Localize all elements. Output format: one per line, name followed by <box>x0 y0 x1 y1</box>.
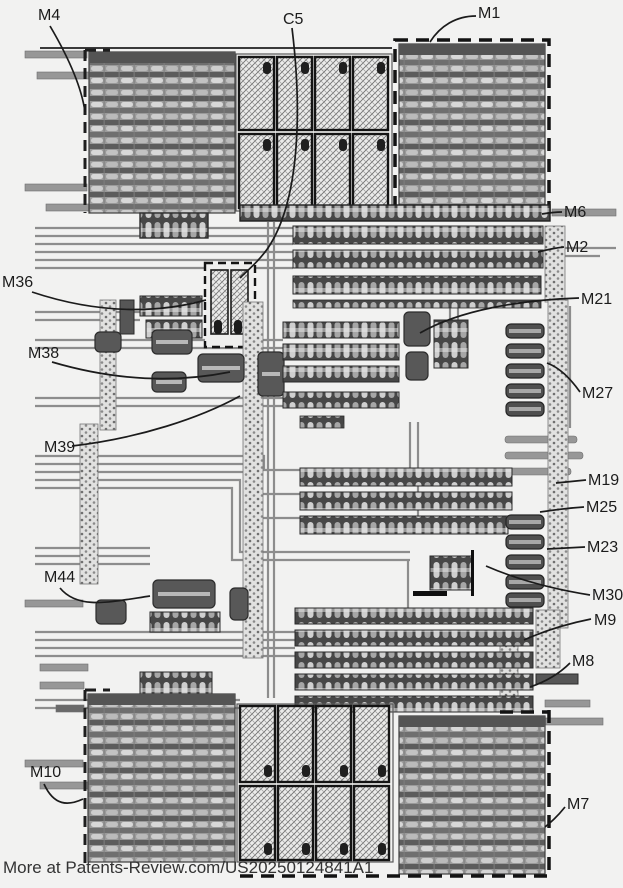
label-m23: M23 <box>587 539 618 556</box>
leader-c5 <box>239 27 299 279</box>
strips-m9-m8 <box>294 607 579 713</box>
leader-m10 <box>43 783 84 804</box>
leader-m1 <box>429 15 477 43</box>
cluster-m44 <box>149 579 221 633</box>
label-m1: M1 <box>478 5 500 22</box>
capacitor-array-bottom <box>236 703 394 863</box>
leader-m30 <box>485 565 591 596</box>
block-m7 <box>240 710 551 878</box>
m4-dashed-border <box>83 48 110 213</box>
via-marks-top <box>263 62 385 151</box>
leader-m21 <box>419 297 580 334</box>
leader-m36 <box>31 291 207 311</box>
label-m25: M25 <box>586 499 617 516</box>
strips-mid-center <box>282 321 400 429</box>
block-m2 <box>292 225 566 309</box>
label-m44: M44 <box>44 569 75 586</box>
leader-m8 <box>529 662 571 688</box>
label-m4: M4 <box>38 7 60 24</box>
label-m19: M19 <box>588 472 619 489</box>
leader-m9 <box>523 618 592 641</box>
label-m30: M30 <box>592 587 623 604</box>
label-m39: M39 <box>44 439 75 456</box>
left-bus-stubs <box>24 50 97 790</box>
leader-m6 <box>541 211 563 215</box>
label-c5: C5 <box>283 11 304 28</box>
stack-m27 <box>505 323 545 417</box>
label-m9: M9 <box>594 612 616 629</box>
leader-m39 <box>71 395 241 447</box>
label-m10: M10 <box>30 764 61 781</box>
label-m21: M21 <box>581 291 612 308</box>
capacitor-array-top <box>235 53 393 212</box>
label-m8: M8 <box>572 653 594 670</box>
block-m4 <box>83 48 236 239</box>
label-m27: M27 <box>582 385 613 402</box>
label-m2: M2 <box>566 239 588 256</box>
reference-labels-group: M4 C5 M1 M6 M2 M36 M21 M38 M27 M39 M19 M… <box>2 5 623 813</box>
label-m38: M38 <box>28 345 59 362</box>
leader-m25 <box>539 506 585 513</box>
leader-m19 <box>555 479 587 484</box>
leader-m27 <box>546 362 581 393</box>
cluster-m21 <box>403 311 469 381</box>
leader-m4 <box>49 25 86 113</box>
cluster-m30 <box>413 550 474 596</box>
watermark-footer-text: More at Patents-Review.com/US20250124841… <box>3 858 373 877</box>
leader-m2 <box>537 246 565 253</box>
block-m10 <box>83 688 236 866</box>
label-m6: M6 <box>564 204 586 221</box>
stack-m23 <box>505 514 545 608</box>
leader-m7 <box>544 806 566 828</box>
leader-m38 <box>51 361 231 380</box>
leader-m44 <box>59 587 151 604</box>
leader-lines-group <box>31 15 592 828</box>
capsule-devices <box>94 329 285 625</box>
block-m1 <box>393 38 551 214</box>
cluster-mid-left <box>119 295 203 339</box>
m10-dashed-border <box>83 688 110 866</box>
m7-dashed-border <box>240 710 551 878</box>
via-marks-bottom <box>264 765 386 855</box>
label-m36: M36 <box>2 274 33 291</box>
strips-m25-region <box>299 467 513 535</box>
label-m7: M7 <box>567 796 589 813</box>
leader-m23 <box>546 546 586 550</box>
